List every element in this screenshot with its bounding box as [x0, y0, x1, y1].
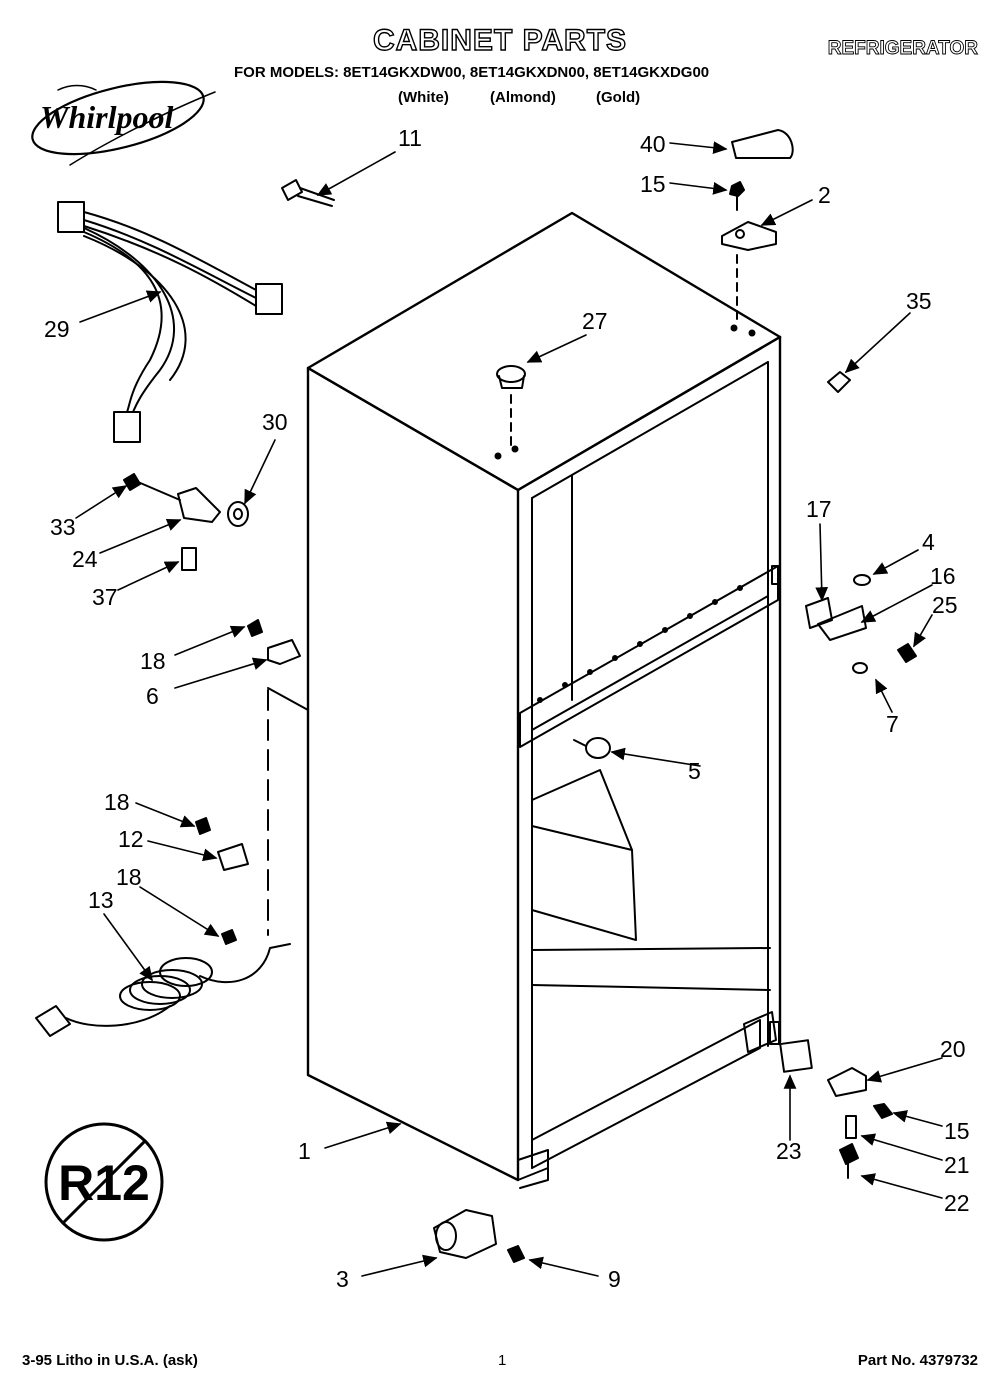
callout-11: 11	[398, 125, 422, 151]
screw-part-11	[281, 179, 335, 207]
callout-18-lower: 18	[116, 864, 142, 890]
callout-27: 27	[582, 308, 608, 334]
callout-25: 25	[932, 592, 958, 618]
whirlpool-logo: Whirlpool	[31, 80, 216, 166]
callout-5: 5	[688, 758, 701, 784]
page-number: 1	[498, 1352, 507, 1369]
svg-text:R12: R12	[58, 1155, 150, 1211]
appliance-category: REFRIGERATOR	[827, 38, 978, 60]
hinge-cover-part-40	[731, 129, 794, 159]
screw-part-15-top	[729, 181, 745, 211]
bracket-part-12	[195, 817, 249, 871]
callout-12: 12	[118, 826, 144, 852]
wire-harness-part-29	[57, 201, 283, 443]
callout-18-middle: 18	[104, 789, 130, 815]
part-number: Part No. 4379732	[857, 1352, 978, 1369]
callout-35: 35	[906, 288, 932, 314]
callout-22: 22	[944, 1190, 970, 1216]
color-almond: (Almond)	[490, 89, 556, 106]
power-cord-part-13	[35, 929, 291, 1037]
callout-6: 6	[146, 683, 159, 709]
callout-15-top: 15	[640, 171, 666, 197]
color-gold: (Gold)	[596, 89, 641, 106]
callout-7: 7	[886, 711, 899, 737]
refrigerator-cabinet	[306, 211, 782, 1189]
callout-1: 1	[298, 1138, 311, 1164]
leveling-foot-part-3	[433, 1209, 525, 1263]
callout-21: 21	[944, 1152, 970, 1178]
callout-3: 3	[336, 1266, 349, 1292]
mount-line	[267, 687, 309, 711]
callout-16: 16	[930, 563, 956, 589]
callout-17: 17	[806, 496, 832, 522]
thermostat-group	[123, 473, 249, 571]
callout-30: 30	[262, 409, 288, 435]
callout-40: 40	[640, 131, 666, 157]
svg-text:Whirlpool: Whirlpool	[40, 99, 173, 135]
callout-4: 4	[922, 529, 935, 555]
bumper-part-5	[573, 737, 611, 759]
top-hinge-part-2	[721, 221, 777, 251]
callout-23: 23	[776, 1138, 802, 1164]
callout-15-bottom: 15	[944, 1118, 970, 1144]
callout-20: 20	[940, 1036, 966, 1062]
bottom-hinge-group	[743, 1011, 893, 1179]
callout-2: 2	[818, 182, 831, 208]
plug-button-part-27	[496, 365, 526, 389]
callout-24: 24	[72, 546, 98, 572]
callout-9: 9	[608, 1266, 621, 1292]
color-white: (White)	[398, 89, 449, 106]
page-title: CABINET PARTS	[372, 23, 628, 57]
hinge-pin-part-35	[827, 371, 851, 393]
callout-leaders	[75, 141, 943, 1277]
color-variants: (White) (Almond) (Gold)	[398, 89, 640, 106]
callout-13: 13	[88, 887, 114, 913]
print-info: 3-95 Litho in U.S.A. (ask)	[22, 1352, 198, 1369]
callout-18-upper: 18	[140, 648, 166, 674]
bracket-part-6	[247, 619, 301, 665]
models-line: FOR MODELS: 8ET14GKXDW00, 8ET14GKXDN00, …	[234, 64, 710, 81]
callout-33: 33	[50, 514, 76, 540]
callout-29: 29	[44, 316, 70, 342]
r12-refrigerant-badge: R12	[44, 1122, 164, 1242]
callout-37: 37	[92, 584, 118, 610]
